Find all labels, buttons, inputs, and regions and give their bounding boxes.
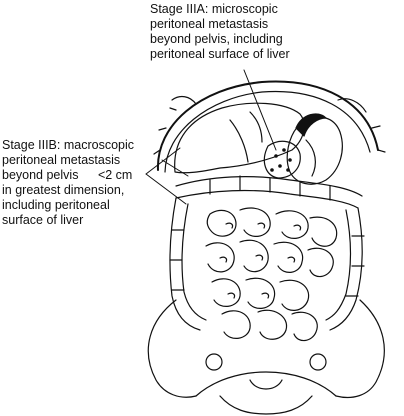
- pancreas: [263, 140, 301, 179]
- stage-iiia-line-3: beyond pelvis, including: [150, 32, 283, 46]
- stage-iiib-line-5: including peritoneal: [2, 198, 110, 212]
- stage-iiia-line-1: Stage IIIA: microscopic: [150, 2, 278, 16]
- small-bowel: [205, 207, 338, 342]
- stage-iiib-line-3: beyond pelvis <2 cm: [2, 168, 134, 183]
- stage-iiia-caption: Stage IIIA: microscopic peritoneal metas…: [150, 2, 290, 62]
- dark-lesion: [295, 113, 327, 137]
- stage-iiia-line-2: peritoneal metastasis: [150, 17, 269, 31]
- transverse-colon: [175, 175, 363, 209]
- stomach: [286, 116, 343, 185]
- stage-iiib-line-1: Stage IIIB: macroscopic: [2, 138, 135, 152]
- leader-lines: [145, 69, 277, 205]
- stage-iiib-size-threshold: <2 cm: [97, 168, 133, 182]
- stage-iiib-line-2: peritoneal metastasis: [2, 153, 121, 167]
- colon-sides: [169, 197, 365, 331]
- stage-iiib-line-6: surface of liver: [2, 213, 84, 227]
- liver: [174, 102, 305, 174]
- stage-iiib-line-3-left: beyond pelvis: [2, 168, 79, 182]
- stage-iiia-line-4: peritoneal surface of liver: [150, 47, 290, 61]
- rib-cage: [153, 80, 386, 173]
- stage-iiib-caption: Stage IIIB: macroscopic peritoneal metas…: [2, 138, 134, 228]
- pelvis: [147, 299, 385, 415]
- stage-iiib-line-4: in greatest dimension,: [2, 183, 125, 197]
